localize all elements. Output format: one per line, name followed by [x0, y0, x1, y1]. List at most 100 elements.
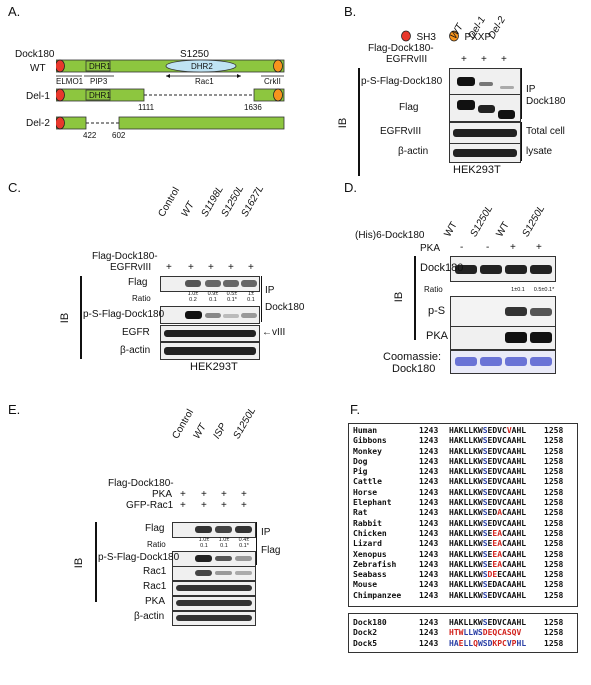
d-blot-ps — [450, 296, 556, 328]
seq-residues: HAKLLKWSEDVCVAHL — [449, 426, 544, 436]
seq-residues: HAKLLKWSEDVCAAHL — [449, 457, 544, 467]
residue-segment: EDVC — [487, 426, 507, 435]
b-dock: Dock180 — [526, 96, 566, 107]
lane-e-s1250l: S1250L — [231, 405, 259, 441]
residue-segment: CAAHL — [502, 539, 527, 549]
e-plus-3: + — [221, 489, 227, 500]
residue-segment: HA — [449, 638, 459, 648]
b-blot-actin — [449, 143, 521, 163]
residue-segment: DE — [487, 570, 498, 580]
residue-segment: HAKLLKW — [449, 508, 483, 518]
seq-start: 1243 — [419, 436, 439, 446]
e-ip: IP — [261, 527, 271, 538]
e-plus-8: + — [241, 500, 247, 511]
lane-d-s1250l1: S1250L — [468, 203, 496, 239]
seq-residues: HAKLLKWSEDVCAAHL — [449, 618, 544, 628]
rac1-label: Rac1 — [195, 77, 214, 86]
seq-end: 1258 — [544, 508, 564, 518]
residue-segment: WSD — [477, 638, 493, 648]
residue-segment: EDVCAAHL — [487, 498, 527, 508]
c-cond2: EGFRvIII — [110, 262, 152, 273]
c-label-egfr: EGFR — [122, 327, 150, 338]
species-name: Lizard — [353, 539, 382, 549]
residue-segment: S — [482, 549, 488, 559]
c-dock: Dock180 — [265, 302, 305, 313]
c-cond1: Flag-Dock180- — [92, 251, 158, 262]
lane-d-wt1: WT — [442, 220, 460, 239]
d-sign-3: + — [510, 242, 516, 253]
c-ratio-label: Ratio — [132, 294, 151, 303]
seq-residues: HAKLLKWSEEACAAHL — [449, 529, 544, 539]
d-sign-4: + — [536, 242, 542, 253]
e-plus-4: + — [241, 489, 247, 500]
panel-label-f: F. — [350, 402, 361, 417]
seq-start: 1243 — [419, 580, 439, 590]
species-name: Elephant — [353, 498, 392, 508]
del1-dhr1-label: DHR1 — [89, 91, 111, 100]
residue-segment: HAKLLKW — [449, 580, 483, 590]
d-label-dock: Dock180 — [420, 262, 464, 274]
residue-segment: A — [497, 508, 503, 518]
residue-segment: EA — [492, 559, 503, 569]
crkii-label: CrkII — [264, 77, 281, 86]
residue-segment: CAAHL — [502, 570, 527, 580]
c-plus-4: + — [228, 262, 234, 273]
b-blot-flag — [449, 94, 521, 122]
b-cell: HEK293T — [453, 164, 501, 176]
seq-start: 1243 — [419, 559, 439, 569]
c-blot-flag — [160, 276, 260, 292]
b-ib-label: IB — [337, 117, 350, 129]
b-ip: IP — [526, 84, 536, 95]
residue-segment: HAKLLKW — [449, 590, 483, 600]
residue-segment: EDVCAAHL — [487, 446, 527, 456]
seq-end: 1258 — [544, 518, 564, 528]
num-422: 422 — [83, 131, 97, 140]
c-plus-1: + — [166, 262, 172, 273]
c-blot-pS — [160, 306, 260, 324]
seq-end: 1258 — [544, 446, 564, 456]
legend-pxxp: PXXP — [448, 29, 491, 47]
seq-start: 1243 — [419, 618, 439, 627]
e-plus-7: + — [221, 500, 227, 511]
residue-segment: HAKLLKW — [449, 570, 483, 580]
seq-residues: HAKLLKWSEEACAAHL — [449, 550, 544, 560]
seq-residues: HAKLLKWSEDACAAHL — [449, 508, 544, 518]
seq-residues: HAKLLKWSEDVCAAHL — [449, 519, 544, 529]
e-label-rac1-ip: Rac1 — [143, 566, 167, 577]
lane-d-wt2: WT — [494, 220, 512, 239]
species-name: Rabbit — [353, 518, 382, 528]
residue-segment: CAAHL — [502, 508, 527, 518]
seq-start: 1243 — [419, 477, 439, 487]
residue-segment: HAKLLKW — [449, 487, 483, 497]
residue-segment: ASQV — [502, 628, 522, 638]
residue-segment: HAKLLKW — [449, 446, 483, 456]
residue-segment: S — [482, 436, 488, 446]
residue-segment: EQC — [487, 628, 503, 638]
residue-segment: EA — [492, 549, 503, 559]
seq-end: 1258 — [544, 467, 564, 477]
species-name: Human — [353, 426, 378, 435]
residue-segment: D — [482, 628, 488, 638]
residue-segment: S — [482, 618, 488, 627]
seq-start: 1243 — [419, 508, 439, 518]
wt-sh3-domain — [56, 59, 65, 73]
seq-end: 1258 — [544, 638, 564, 648]
species-name: Gibbons — [353, 436, 387, 446]
seq-start: 1243 — [419, 638, 439, 648]
d-blot-dock — [450, 256, 556, 282]
seq-start: 1243 — [419, 426, 439, 435]
c-label-pS: p-S-Flag-Dock180 — [83, 309, 165, 320]
e-ib-label: IB — [73, 557, 86, 569]
b-label-egfr: EGFRvIII — [380, 126, 422, 137]
